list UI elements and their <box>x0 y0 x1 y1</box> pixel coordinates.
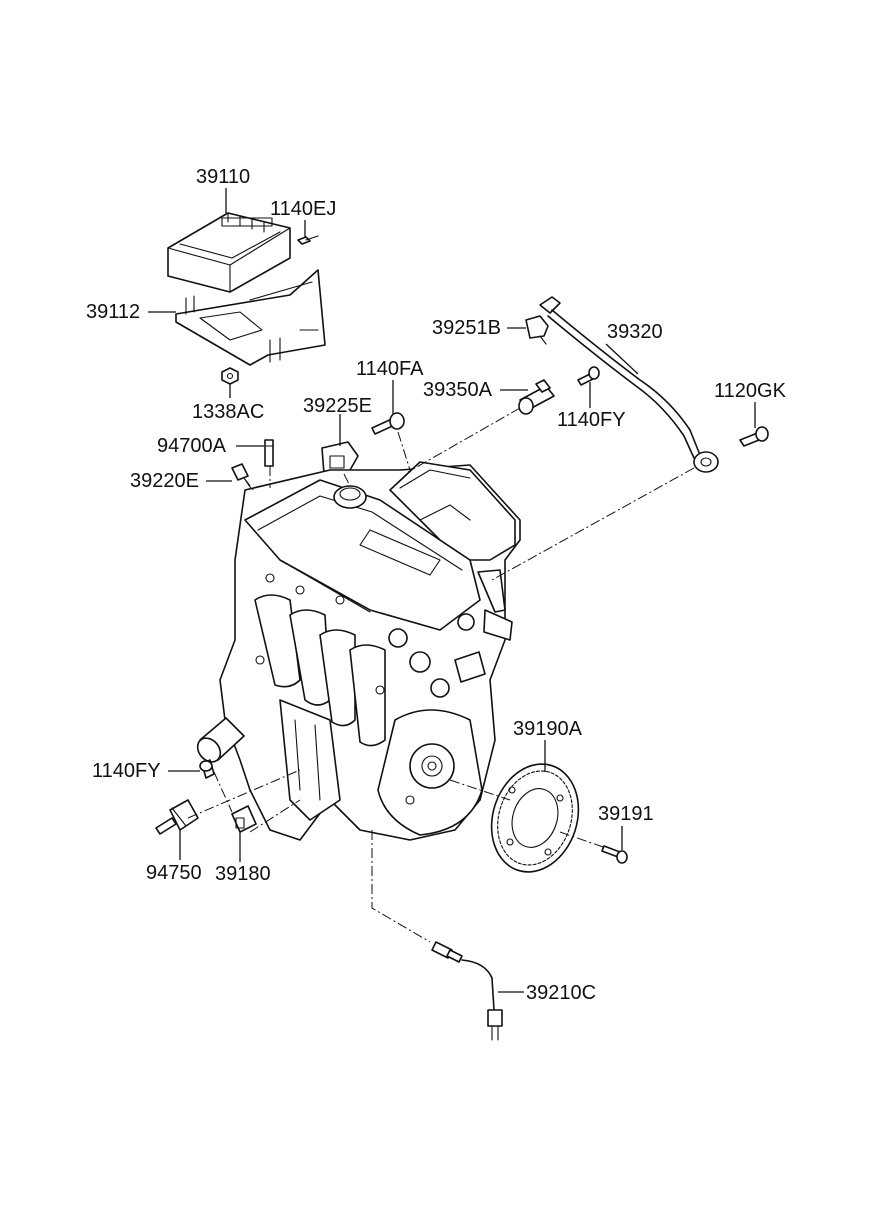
callout-39320[interactable]: 39320 <box>607 321 663 343</box>
callout-94750[interactable]: 94750 <box>146 862 202 884</box>
engine-block <box>196 461 521 841</box>
bolt-1140fa[interactable] <box>371 412 405 435</box>
callout-39225e[interactable]: 39225E <box>303 395 372 417</box>
callout-1140fy-lower[interactable]: 1140FY <box>92 760 161 782</box>
bolt-1140ej[interactable] <box>297 235 319 245</box>
callout-39350a[interactable]: 39350A <box>423 379 492 401</box>
connector-39251b[interactable] <box>525 315 549 345</box>
assembly-lines <box>187 407 695 943</box>
bolt-39191[interactable] <box>601 845 628 864</box>
callout-39112[interactable]: 39112 <box>86 301 141 323</box>
callout-1338ac[interactable]: 1338AC <box>192 401 265 423</box>
bolt-1140fy-top[interactable] <box>577 366 600 386</box>
sensor-39220e[interactable] <box>231 463 253 491</box>
callout-39220e[interactable]: 39220E <box>130 470 199 492</box>
callout-94700a[interactable]: 94700A <box>157 435 226 457</box>
sensor-39225e[interactable] <box>321 441 359 475</box>
callout-39210c[interactable]: 39210C <box>526 982 597 1004</box>
callout-39251b[interactable]: 39251B <box>432 317 501 339</box>
o2-sensor-39210c[interactable] <box>431 941 503 1041</box>
cam-sensor-39350a[interactable] <box>518 379 555 415</box>
callout-1140fy-top[interactable]: 1140FY <box>557 409 626 431</box>
callout-39190a[interactable]: 39190A <box>513 718 582 740</box>
callout-39180[interactable]: 39180 <box>215 863 271 885</box>
ecu-module-part[interactable] <box>167 212 291 293</box>
ecu-bracket-part[interactable] <box>175 269 326 366</box>
callout-1140fa[interactable]: 1140FA <box>356 358 424 380</box>
ring-gear-39190a[interactable] <box>478 753 592 884</box>
sensor-39180[interactable] <box>231 805 257 833</box>
callout-1120gk[interactable]: 1120GK <box>714 380 786 402</box>
callout-39110[interactable]: 39110 <box>196 166 251 188</box>
callout-1140ej[interactable]: 1140EJ <box>270 198 337 220</box>
sensor-harness-39320[interactable] <box>539 296 719 473</box>
sensor-94700a[interactable] <box>264 439 274 467</box>
switch-94750[interactable] <box>155 799 199 835</box>
callout-39191[interactable]: 39191 <box>598 803 654 825</box>
leader-lines <box>148 188 756 993</box>
nut-1338ac[interactable] <box>221 367 239 385</box>
bolt-1120gk[interactable] <box>739 426 769 447</box>
bolt-1140fy-lower[interactable] <box>199 759 215 779</box>
